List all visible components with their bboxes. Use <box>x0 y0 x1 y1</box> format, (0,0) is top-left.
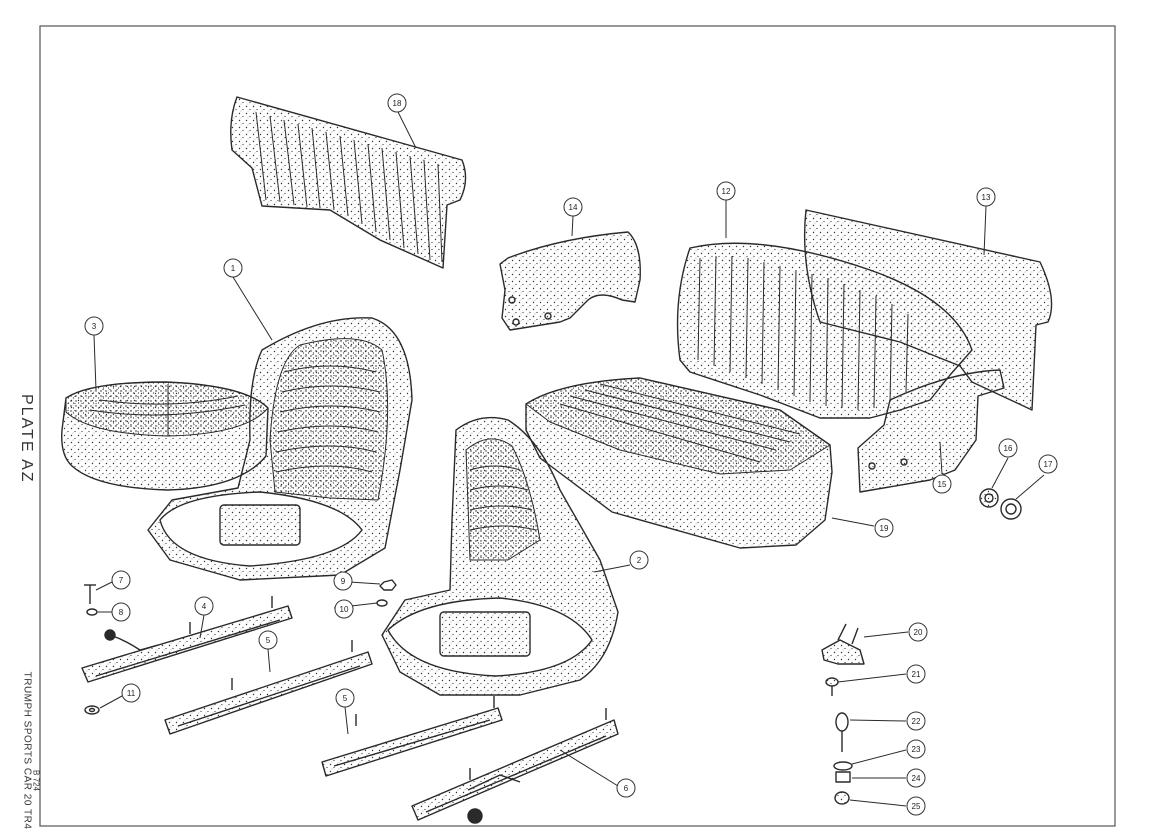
nut-9 <box>379 579 397 591</box>
ring-17 <box>1000 498 1022 520</box>
svg-text:17: 17 <box>1044 460 1053 469</box>
callout-25: 25 <box>906 796 926 816</box>
callout-5a: 5 <box>258 630 278 650</box>
side-bracket <box>857 369 1005 493</box>
washer-10 <box>376 599 388 607</box>
bracket-20 <box>821 623 865 665</box>
callout-18: 18 <box>387 93 407 113</box>
svg-text:16: 16 <box>1004 444 1013 453</box>
cup-25 <box>834 791 850 805</box>
plate-title: PLATE AZ <box>18 394 35 484</box>
grommet-16 <box>979 488 999 508</box>
bolt-7 <box>84 584 96 604</box>
callout-14: 14 <box>563 197 583 217</box>
svg-text:11: 11 <box>127 689 136 698</box>
svg-text:3: 3 <box>92 322 97 331</box>
svg-text:24: 24 <box>912 774 921 783</box>
callout-20: 20 <box>908 622 928 642</box>
washer-11 <box>84 705 100 715</box>
reference-code: B 724 <box>31 770 41 791</box>
svg-text:23: 23 <box>912 745 921 754</box>
svg-text:25: 25 <box>912 802 921 811</box>
callout-4: 4 <box>194 596 214 616</box>
callout-7: 7 <box>111 570 131 590</box>
svg-text:4: 4 <box>202 602 207 611</box>
svg-text:21: 21 <box>912 670 921 679</box>
svg-text:8: 8 <box>119 608 124 617</box>
screw-21 <box>825 677 839 696</box>
svg-text:6: 6 <box>624 784 629 793</box>
callout-8: 8 <box>111 602 131 622</box>
rear-backrest-panel <box>230 96 467 269</box>
callout-3: 3 <box>84 316 104 336</box>
callout-16: 16 <box>998 438 1018 458</box>
rear-seat-cushion <box>525 377 833 549</box>
svg-text:14: 14 <box>569 203 578 212</box>
callout-9: 9 <box>333 571 353 591</box>
callout-11: 11 <box>121 683 141 703</box>
washer-8 <box>86 608 98 616</box>
callout-6: 6 <box>616 778 636 798</box>
drawing-frame <box>39 25 1116 827</box>
callout-21: 21 <box>906 664 926 684</box>
callout-19: 19 <box>874 518 894 538</box>
svg-text:20: 20 <box>914 628 923 637</box>
front-seat-cushion <box>61 381 269 491</box>
front-seat-frame-left <box>147 317 413 581</box>
callout-24: 24 <box>906 768 926 788</box>
callout-22: 22 <box>906 711 926 731</box>
seat-slide-with-lever <box>81 596 293 683</box>
svg-text:10: 10 <box>340 605 349 614</box>
callout-2: 2 <box>629 550 649 570</box>
callout-12: 12 <box>716 181 736 201</box>
callout-1: 1 <box>223 258 243 278</box>
svg-text:22: 22 <box>912 717 921 726</box>
svg-text:13: 13 <box>982 193 991 202</box>
svg-text:9: 9 <box>341 577 346 586</box>
washer-23 <box>833 761 853 771</box>
seat-slide-plain-upper <box>164 640 373 735</box>
front-seat-frame-right <box>381 416 619 696</box>
seat-slide-plain-lower <box>321 696 503 777</box>
seat-slide-with-release <box>411 708 619 824</box>
svg-text:19: 19 <box>880 524 889 533</box>
rear-seat-back <box>676 242 973 419</box>
callout-13: 13 <box>976 187 996 207</box>
bolt-22 <box>835 712 849 752</box>
svg-text:5: 5 <box>343 694 348 703</box>
callout-23: 23 <box>906 739 926 759</box>
svg-text:15: 15 <box>938 480 947 489</box>
callout-17: 17 <box>1038 454 1058 474</box>
svg-text:1: 1 <box>231 264 236 273</box>
callout-15: 15 <box>932 474 952 494</box>
callout-10: 10 <box>334 599 354 619</box>
svg-text:12: 12 <box>722 187 731 196</box>
book-title: TRUMPH SPORTS CAR 20 TR4 <box>21 671 33 830</box>
svg-text:18: 18 <box>393 99 402 108</box>
spacer-24 <box>835 771 851 783</box>
svg-text:5: 5 <box>266 636 271 645</box>
svg-text:7: 7 <box>119 576 124 585</box>
side-trim-panel <box>499 231 641 331</box>
callout-5b: 5 <box>335 688 355 708</box>
svg-text:2: 2 <box>637 556 642 565</box>
